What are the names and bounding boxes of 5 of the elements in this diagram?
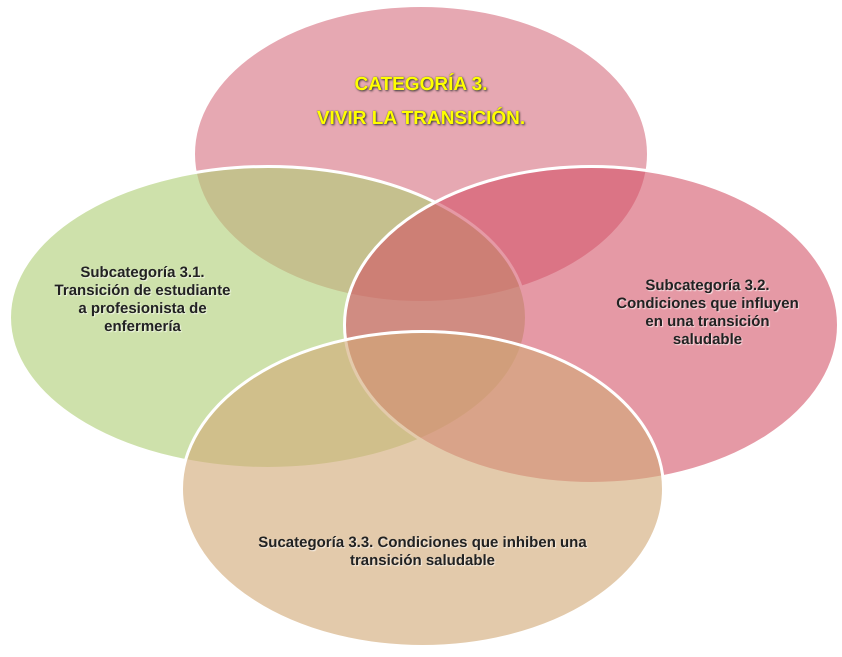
category-title: VIVIR LA TRANSICIÓN. <box>316 108 526 131</box>
subcategory-label: Subcategoría 3.1. Transición de estudiante a profesionista de enfermería <box>54 264 232 336</box>
subcategory-label: Subcategoría 3.2. Condiciones que influyen en una transición saludable <box>615 277 800 349</box>
category-title: CATEGORÍA 3. <box>353 74 488 97</box>
subcategory-label: Sucategoría 3.3. Condiciones que inhiben una transición saludable <box>257 534 588 570</box>
